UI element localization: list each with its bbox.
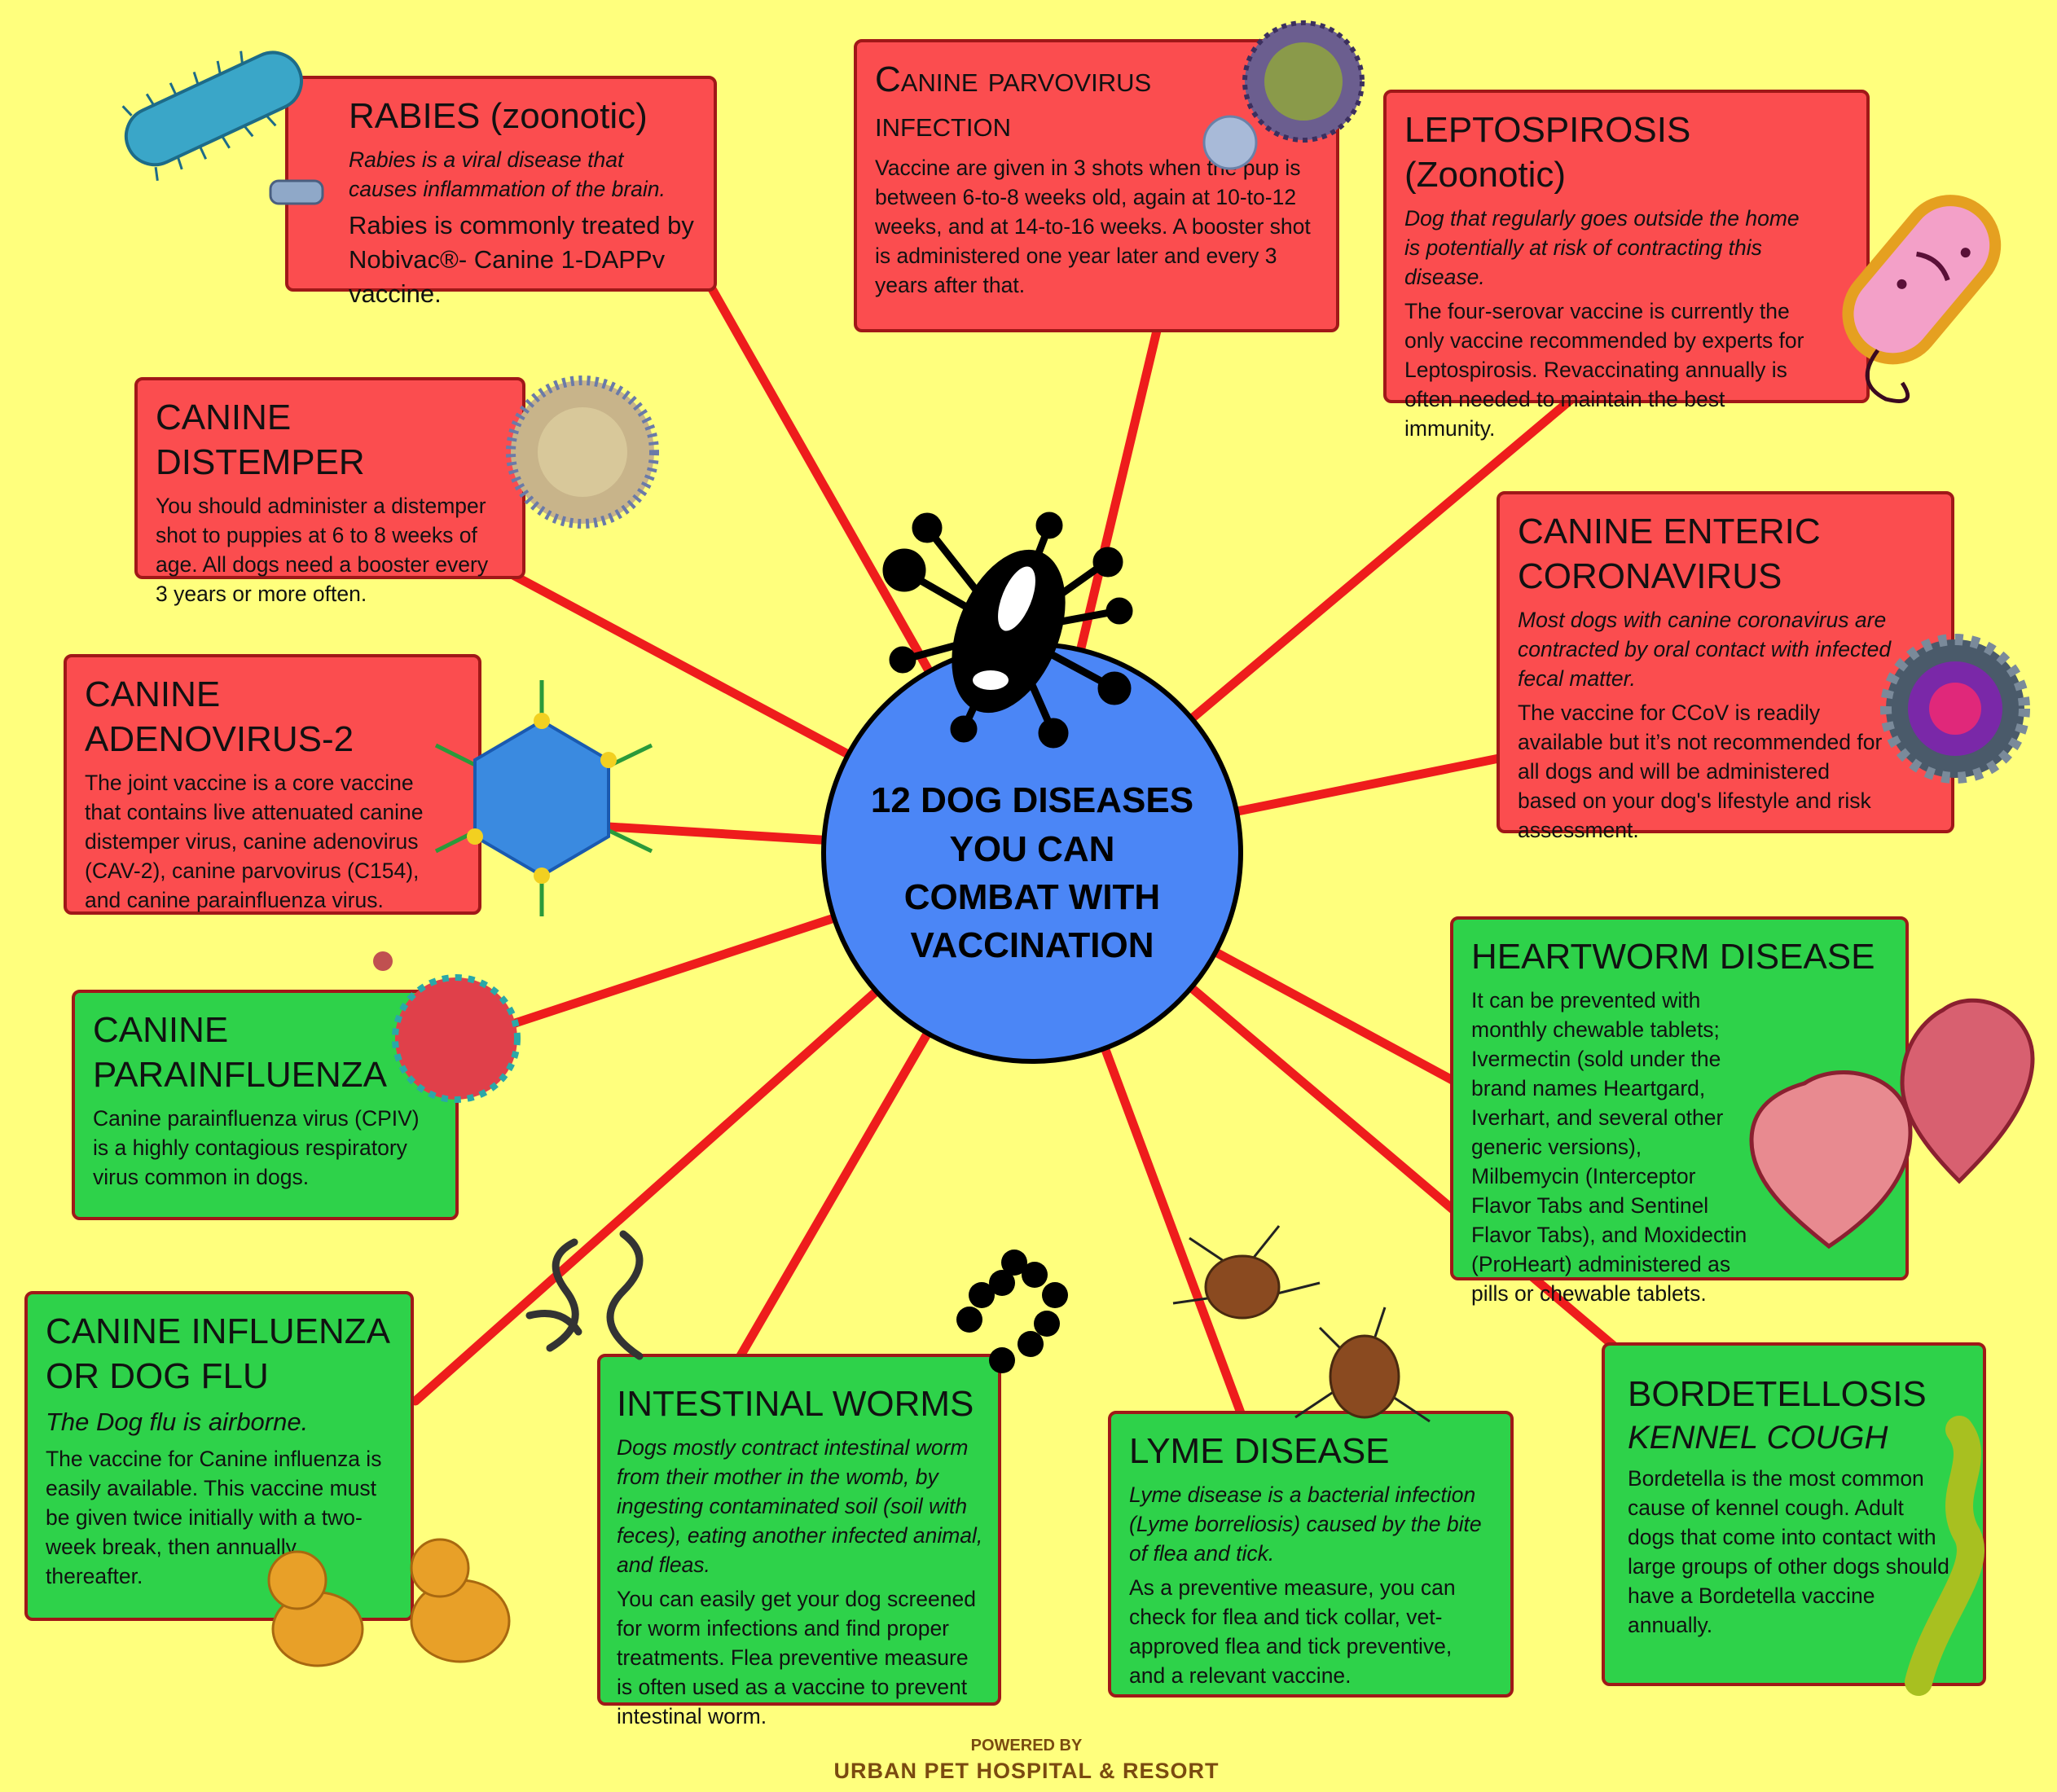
card-description-italic: The Dog flu is airborne. <box>46 1408 309 1436</box>
card-description-italic: Most dogs with canine coronavirus are co… <box>1518 608 1892 692</box>
card-subtitle: KENNEL COUGH <box>1628 1420 1888 1456</box>
card-description-italic: Lyme disease is a bacterial infection (L… <box>1129 1482 1482 1566</box>
card-title: CANINE ADENOVIRUS-2 <box>85 674 354 759</box>
card-title: CANINE PARAINFLUENZA <box>93 1010 388 1095</box>
card-description: It can be prevented with monthly chewabl… <box>1471 988 1747 1307</box>
adenovirus-icon <box>434 680 653 916</box>
rabies-virus-icon <box>121 51 303 182</box>
card-description: The vaccine for Canine influenza is easi… <box>46 1447 382 1589</box>
tick-icon <box>1172 1225 1431 1423</box>
card-description-italic: Dogs mostly contract intestinal worm fro… <box>617 1435 983 1578</box>
coronavirus-icon <box>1880 634 2030 784</box>
card-lepto: LEPTOSPIROSIS (Zoonotic) Dog that regula… <box>1383 90 1870 441</box>
powered-by-text: POWERED BY <box>970 1737 1083 1755</box>
brand-name: URBAN PET HOSPITAL & RESORT <box>833 1759 1220 1783</box>
card-title: CANINE ENTERIC CORONAVIRUS <box>1518 512 1821 596</box>
leptospira-bacterium-icon <box>1842 195 2002 403</box>
bordetella-bacterium-icon <box>1905 1416 1984 1696</box>
card-description: You can easily get your dog screened for… <box>617 1587 976 1729</box>
card-description: Canine parainfluenza virus (CPIV) is a h… <box>93 1106 420 1190</box>
card-corona: CANINE ENTERIC CORONAVIRUS Most dogs wit… <box>1497 491 1954 842</box>
card-title: LYME DISEASE <box>1129 1431 1390 1471</box>
dog-icon <box>267 1538 511 1667</box>
card-description: The joint vaccine is a core vaccine that… <box>85 771 424 913</box>
card-description: The four-serovar vaccine is currently th… <box>1404 299 1804 441</box>
card-adeno: CANINE ADENOVIRUS-2 The joint vaccine is… <box>64 654 481 915</box>
card-title: RABIES (zoonotic) <box>349 96 648 136</box>
rabies-capsule-icon <box>269 179 324 205</box>
card-description: Rabies is commonly treated by Nobivac®- … <box>349 211 694 308</box>
hub-circle: 12 DOG DISEASES YOU CAN COMBAT WITH VACC… <box>821 642 1243 1064</box>
card-title: BORDETELLOSIS <box>1628 1374 1927 1414</box>
footer: POWERED BY URBAN PET HOSPITAL & RESORT <box>0 1737 2053 1784</box>
card-title: Canine parvovirus infection <box>875 59 1152 144</box>
card-description: Vaccine are given in 3 shots when the pu… <box>875 156 1311 298</box>
worm-icon <box>525 1230 644 1360</box>
card-title: LEPTOSPIROSIS (Zoonotic) <box>1404 110 1691 195</box>
distemper-virus-icon <box>506 376 659 529</box>
card-title: HEARTWORM DISEASE <box>1471 937 1875 977</box>
card-distemper: CANINE DISTEMPER You should administer a… <box>134 377 525 606</box>
card-lyme: LYME DISEASE Lyme disease is a bacterial… <box>1108 1411 1514 1698</box>
hub-title: 12 DOG DISEASES YOU CAN COMBAT WITH VACC… <box>870 780 1194 966</box>
card-description: You should administer a distemper shot t… <box>156 494 489 607</box>
card-description: Bordetella is the most common cause of k… <box>1628 1466 1949 1638</box>
card-influenza: CANINE INFLUENZA OR DOG FLU The Dog flu … <box>24 1291 414 1621</box>
card-title: INTESTINAL WORMS <box>617 1384 974 1424</box>
card-rabies: RABIES (zoonotic) Rabies is a viral dise… <box>285 76 717 308</box>
roundworm-chain-icon <box>956 1250 1068 1373</box>
parainfluenza-virus-icon <box>373 951 521 1103</box>
card-intestinal-worms: INTESTINAL WORMS Dogs mostly contract in… <box>597 1354 1001 1728</box>
card-description-italic: Dog that regularly goes outside the home… <box>1404 206 1800 290</box>
parvovirus-icon <box>1202 20 1365 170</box>
card-title: CANINE DISTEMPER <box>156 397 365 482</box>
card-title: CANINE INFLUENZA OR DOG FLU <box>46 1311 389 1396</box>
card-description: The vaccine for CCoV is readily availabl… <box>1518 701 1883 843</box>
card-description: As a preventive measure, you can check f… <box>1129 1575 1456 1689</box>
heart-icon <box>1749 998 2035 1250</box>
card-bordetella: BORDETELLOSIS KENNEL COUGH Bordetella is… <box>1602 1342 1986 1686</box>
card-description-italic: Rabies is a viral disease that causes in… <box>349 147 666 202</box>
virus-icon <box>882 512 1133 749</box>
